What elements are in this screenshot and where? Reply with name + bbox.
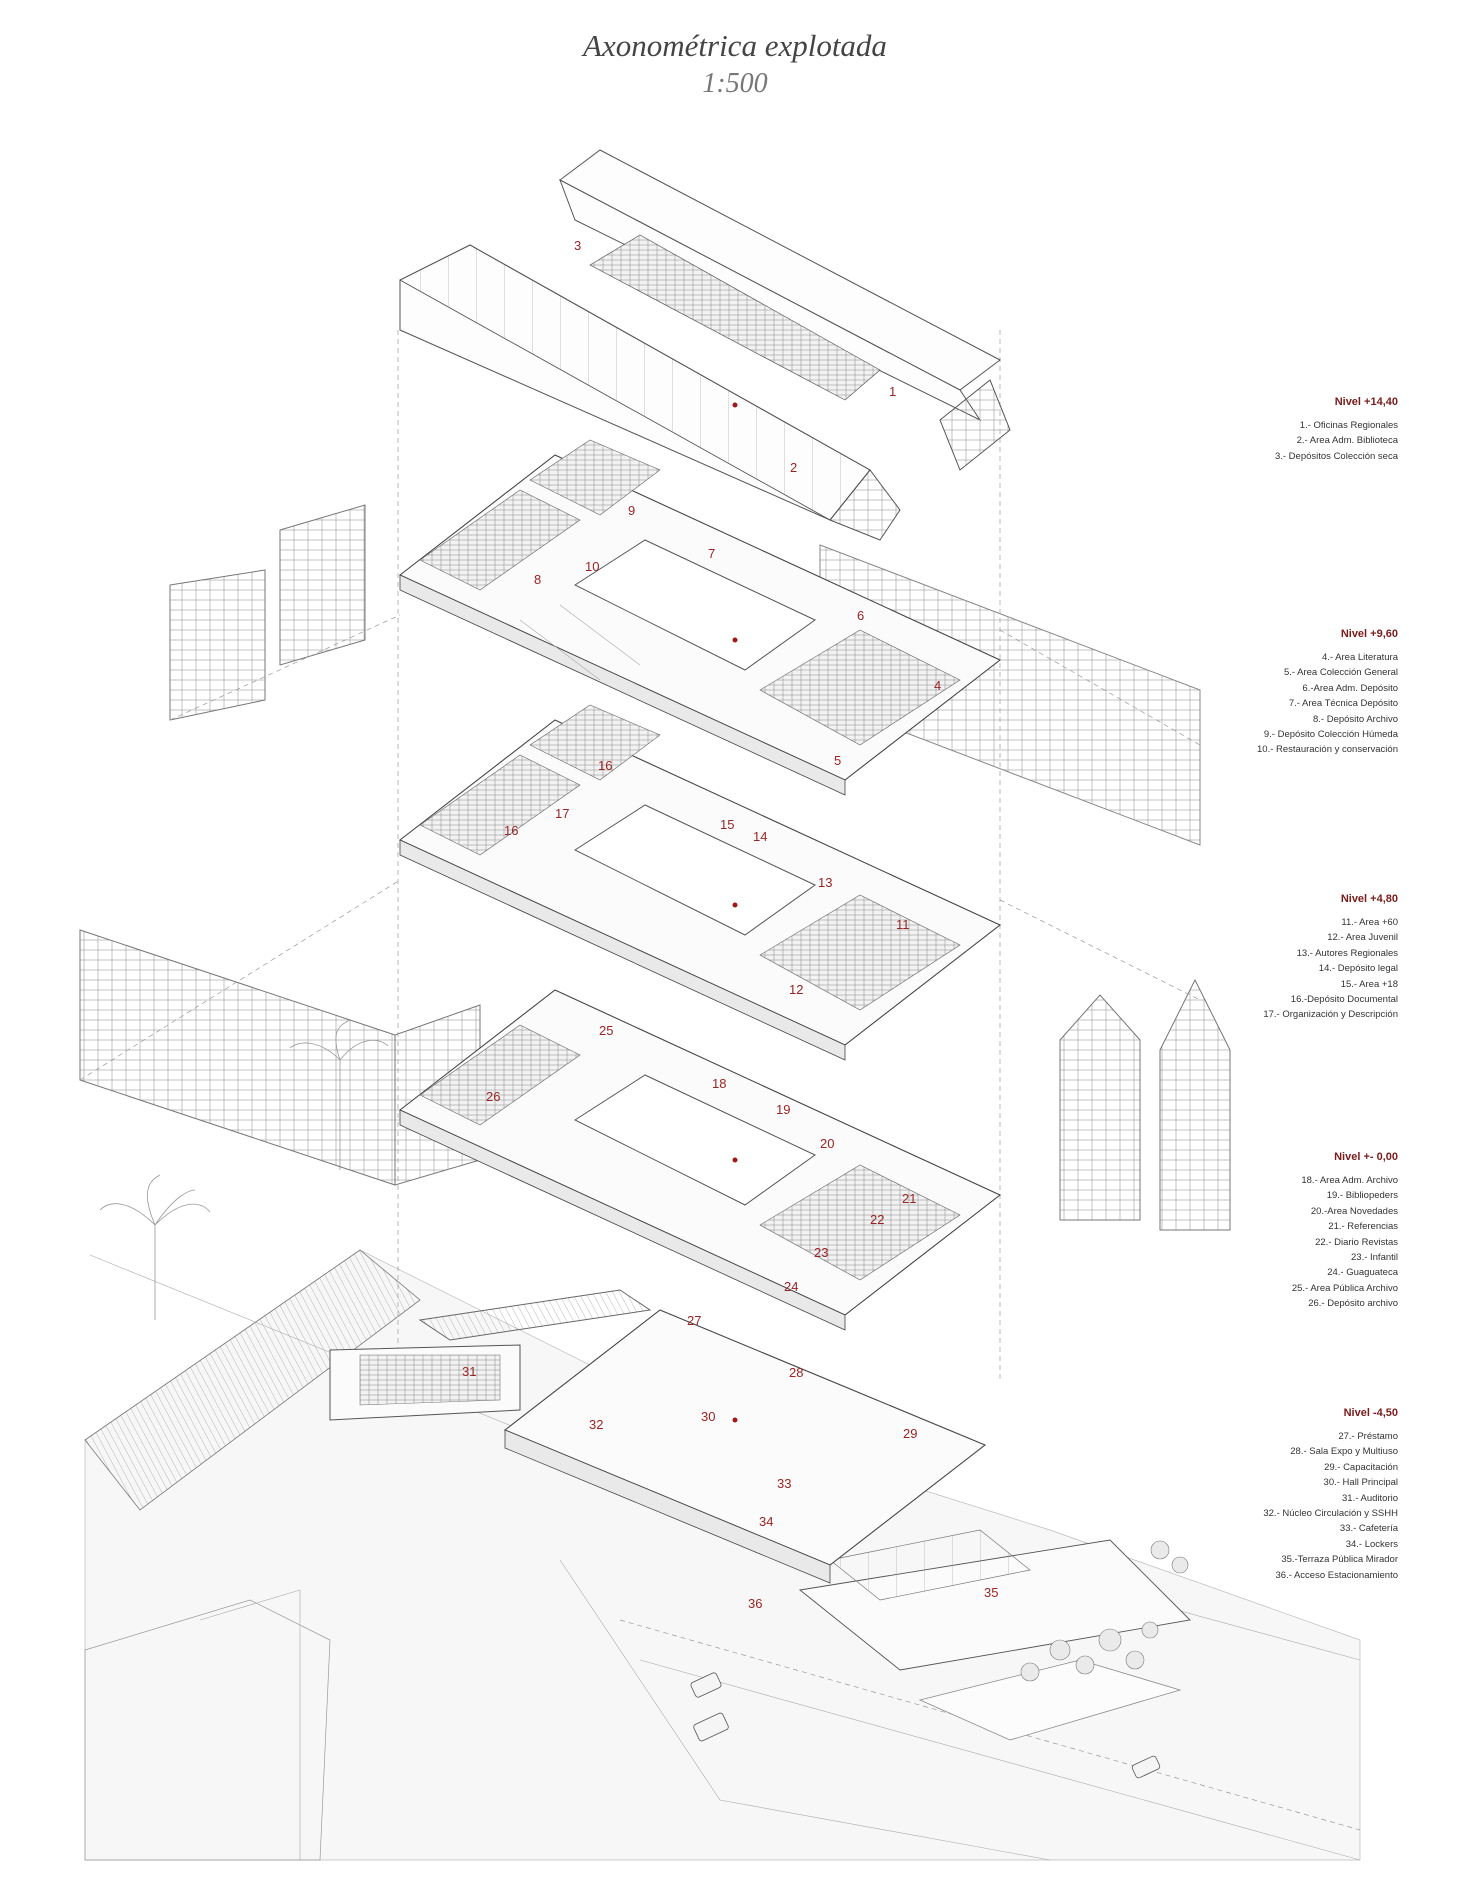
legend-heading: Nivel +9,60: [1340, 628, 1398, 640]
plan-label: 2: [790, 460, 797, 475]
legend-level-minus-4-50: Nivel -4,50 27.- Préstamo 28.- Sala Expo…: [1158, 1407, 1398, 1583]
drawing-title: Axonométrica explotada: [583, 28, 887, 63]
plan-label: 23: [814, 1245, 828, 1260]
plan-label: 24: [784, 1279, 798, 1294]
legend-item: 8.- Depósito Archivo: [1312, 713, 1398, 725]
legend-item: 27.- Préstamo: [1338, 1431, 1398, 1442]
facade-screen-left-top: [169, 504, 366, 721]
legend-item: 17.- Organización y Descripción: [1263, 1009, 1398, 1021]
plan-label: 14: [753, 829, 767, 844]
plan-label: 26: [486, 1089, 500, 1104]
legend-item: 5.- Area Colección General: [1283, 667, 1398, 679]
plan-label: 35: [984, 1585, 998, 1600]
floor-plate-0-00: [398, 989, 1002, 1331]
legend-item: 14.- Depósito legal: [1318, 963, 1398, 975]
plan-label: 19: [776, 1102, 790, 1117]
legend-item: 4.- Area Literatura: [1321, 652, 1398, 663]
plan-label: 21: [902, 1191, 916, 1206]
legend-item: 20.-Area Novedades: [1310, 1205, 1398, 1217]
plan-label: 9: [628, 503, 635, 518]
plan-label: 8: [534, 572, 541, 587]
legend-item: 34.- Lockers: [1345, 1538, 1398, 1550]
legend-item: 10.- Restauración y conservación: [1257, 744, 1398, 756]
plan-label: 16: [504, 823, 518, 838]
legend-item: 9.- Depósito Colección Húmeda: [1263, 729, 1398, 741]
legend-item: 32.- Núcleo Circulación y SSHH: [1263, 1508, 1398, 1520]
legend-item: 29.- Capacitación: [1324, 1461, 1398, 1473]
legend-heading: Nivel -4,50: [1343, 1407, 1398, 1419]
plan-label: 4: [934, 678, 941, 693]
terrace-mirador: [798, 1529, 1191, 1682]
legend-item: 21.- Referencias: [1328, 1221, 1398, 1233]
plan-label: 16: [598, 758, 612, 773]
plan-label: 30: [701, 1409, 715, 1424]
plan-label: 29: [903, 1426, 917, 1441]
legend-item: 28.- Sala Expo y Multiuso: [1290, 1446, 1398, 1458]
floor-plate-4-80: [398, 704, 1002, 1061]
facade-gable-right: [1059, 978, 1231, 1231]
legend-item: 12.- Area Juvenil: [1327, 932, 1398, 944]
plan-label: 17: [555, 806, 569, 821]
plan-label: 7: [708, 546, 715, 561]
plan-label: 36: [748, 1596, 762, 1611]
plan-label: 31: [462, 1364, 476, 1379]
plan-label: 20: [820, 1136, 834, 1151]
plan-label: 33: [777, 1476, 791, 1491]
plan-label: 22: [870, 1212, 884, 1227]
plan-label: 25: [599, 1023, 613, 1038]
plan-label: 34: [759, 1514, 773, 1529]
plan-label: 11: [896, 917, 910, 932]
legend-item: 7.- Area Técnica Depósito: [1288, 698, 1398, 710]
legend-item: 31.- Auditorio: [1342, 1492, 1398, 1504]
plan-label: 10: [585, 559, 599, 574]
roof-level-14-40: [399, 149, 1011, 541]
legend-item: 19.- Bibliореders: [1326, 1190, 1398, 1202]
legend-item: 35.-Terraza Pública Mirador: [1281, 1554, 1398, 1566]
plan-label: 5: [834, 753, 841, 768]
legend-item: 13.- Autores Regionales: [1296, 947, 1398, 959]
legend-item: 30.- Hall Principal: [1323, 1477, 1398, 1489]
legend-item: 6.-Area Adm. Depósito: [1302, 682, 1398, 694]
plan-label: 1: [889, 384, 896, 399]
legend-item: 22.- Diario Revistas: [1315, 1236, 1398, 1248]
drawing-scale: 1:500: [702, 68, 768, 99]
plan-label: 12: [789, 982, 803, 997]
legend-item: 36.- Acceso Estacionamiento: [1275, 1569, 1398, 1581]
legend-item: 16.-Depósito Documental: [1290, 994, 1398, 1006]
legend-level-14-40: Nivel +14,40 1.- Oficinas Regionales 2.-…: [1158, 396, 1398, 464]
plan-label: 13: [818, 875, 832, 890]
legend-level-9-60: Nivel +9,60 4.- Area Literatura 5.- Area…: [1158, 628, 1398, 758]
legend-level-4-80: Nivel +4,80 11.- Area +60 12.- Area Juve…: [1158, 893, 1398, 1023]
plan-labels: 1 2 3 4 5 6 7 8 9 10 11 12 13 14 15 16 1…: [462, 238, 998, 1611]
floor-plate-minus-4-50: [329, 1289, 987, 1584]
plan-label: 3: [574, 238, 581, 253]
legend-item: 33.- Cafetería: [1339, 1523, 1398, 1535]
plan-label: 18: [712, 1076, 726, 1091]
car-icon: [690, 1672, 1161, 1779]
legend-item: 2.- Area Adm. Biblioteca: [1296, 435, 1398, 447]
legend-heading: Nivel +4,80: [1340, 893, 1398, 905]
legend-heading: Nivel +14,40: [1334, 396, 1398, 408]
legend-item: 23.- Infantil: [1351, 1252, 1398, 1264]
legend-item: 3.- Depósitos Colección seca: [1274, 450, 1398, 462]
facade-screen-left-mid: [79, 929, 481, 1186]
plan-label: 6: [857, 608, 864, 623]
legend-item: 1.- Oficinas Regionales: [1299, 420, 1398, 431]
legend-item: 18.- Area Adm. Archivo: [1301, 1175, 1398, 1186]
legend-level-0-00: Nivel +- 0,00 18.- Area Adm. Archivo 19.…: [1158, 1151, 1398, 1312]
legend-item: 25.- Area Pública Archivo: [1291, 1282, 1398, 1294]
legend-item: 24.- Guaguateca: [1327, 1267, 1398, 1279]
legend-heading: Nivel +- 0,00: [1334, 1151, 1398, 1163]
legend-item: 26.- Depósito archivo: [1308, 1298, 1398, 1310]
plan-label: 28: [789, 1365, 803, 1380]
legend-item: 15.- Area +18: [1340, 978, 1398, 990]
floor-plate-9-60: [398, 439, 1002, 796]
plan-label: 32: [589, 1417, 603, 1432]
plan-label: 15: [720, 817, 734, 832]
projection-lines: [79, 330, 1201, 1400]
plan-label: 27: [687, 1313, 701, 1328]
legend-item: 11.- Area +60: [1341, 917, 1398, 928]
